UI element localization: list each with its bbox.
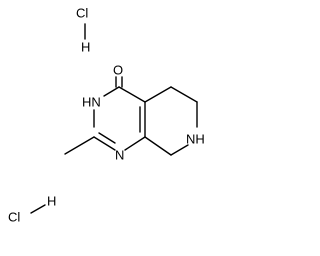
- bond-c2-n1: [93, 136, 116, 151]
- bond-hcl-bottom: [30, 204, 46, 214]
- bond-c4a-c5: [144, 86, 172, 103]
- bond-c5-c6: [170, 86, 198, 103]
- atom-labels: O HN N NH Cl H Cl H: [8, 5, 205, 224]
- bond-c4-n3: [103, 86, 120, 97]
- salt-2-hydrogen: H: [47, 193, 56, 208]
- bond-c2-methyl: [64, 136, 95, 155]
- molecule-drawing: O HN N NH Cl H Cl H: [8, 5, 205, 224]
- bond-c8-c8a: [144, 136, 172, 156]
- bonds: [30, 23, 198, 214]
- bond-c2-n1-second: [98, 132, 116, 144]
- bond-c4a-c4: [118, 86, 146, 103]
- atom-label-piperidine-nh: NH: [186, 131, 205, 146]
- structure-canvas: O HN N NH Cl H Cl H: [8, 5, 205, 224]
- atom-label-ring-nh: HN: [82, 94, 101, 109]
- atom-label-ring-n: N: [115, 147, 124, 162]
- salt-1-chlorine: Cl: [76, 5, 88, 20]
- bond-n7-c8: [170, 144, 189, 156]
- salt-2-chlorine: Cl: [8, 209, 20, 224]
- salt-1-hydrogen: H: [81, 39, 90, 54]
- atom-label-oxygen: O: [113, 62, 123, 77]
- bond-n1-c8a: [124, 136, 146, 151]
